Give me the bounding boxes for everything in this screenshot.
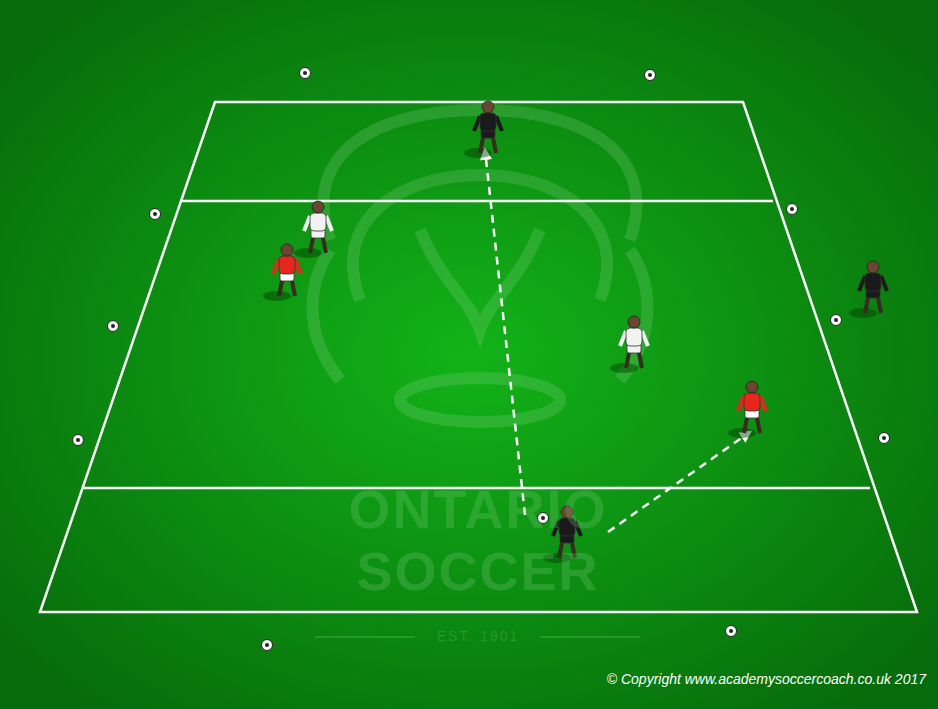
player-arm bbox=[496, 116, 502, 131]
ball-patch bbox=[648, 73, 652, 77]
ball bbox=[73, 435, 84, 446]
player-head bbox=[746, 381, 758, 393]
player bbox=[294, 201, 332, 258]
player-shirt bbox=[310, 213, 326, 231]
ball-patch bbox=[729, 629, 733, 633]
ball bbox=[831, 315, 842, 326]
watermark-text: SOCCER bbox=[300, 540, 656, 602]
player bbox=[464, 101, 502, 158]
logo-rule bbox=[315, 636, 415, 638]
ball bbox=[645, 70, 656, 81]
ball bbox=[787, 204, 798, 215]
player-shirt bbox=[744, 393, 760, 411]
player bbox=[728, 381, 766, 438]
pass-arrows bbox=[485, 150, 750, 532]
ball bbox=[645, 70, 656, 81]
ball bbox=[108, 321, 119, 332]
player-shadow bbox=[263, 291, 291, 301]
player-shadow bbox=[610, 363, 638, 373]
ball bbox=[150, 209, 161, 220]
watermark-text: ONTARIO bbox=[300, 478, 656, 540]
ball bbox=[726, 626, 737, 637]
player-head bbox=[867, 261, 879, 273]
player-shadow bbox=[464, 148, 492, 158]
player-head bbox=[281, 244, 293, 256]
player-arm bbox=[859, 276, 865, 291]
ball-patch bbox=[834, 318, 838, 322]
player-shadow bbox=[294, 248, 322, 258]
ball bbox=[831, 315, 842, 326]
player-arm bbox=[304, 216, 310, 231]
player-arm bbox=[642, 331, 648, 346]
ball bbox=[879, 433, 890, 444]
field-lines bbox=[40, 102, 917, 612]
ball bbox=[150, 209, 161, 220]
logo-watermark bbox=[313, 110, 648, 422]
player-arm bbox=[273, 259, 279, 274]
ball bbox=[726, 626, 737, 637]
ball bbox=[787, 204, 798, 215]
ball-patch bbox=[882, 436, 886, 440]
ball bbox=[108, 321, 119, 332]
player-head bbox=[312, 201, 324, 213]
player-arm bbox=[881, 276, 887, 291]
player-shirt bbox=[279, 256, 295, 274]
player-shirt bbox=[865, 273, 881, 291]
ball-patch bbox=[790, 207, 794, 211]
player-shirt bbox=[480, 113, 496, 131]
ball-patch bbox=[111, 324, 115, 328]
ball bbox=[879, 433, 890, 444]
player-head bbox=[628, 316, 640, 328]
ball bbox=[73, 435, 84, 446]
player-head bbox=[482, 101, 494, 113]
balls bbox=[73, 68, 890, 651]
player-arm bbox=[295, 259, 301, 274]
player-arm bbox=[738, 396, 744, 411]
ball bbox=[262, 640, 273, 651]
ball bbox=[262, 640, 273, 651]
ball-patch bbox=[265, 643, 269, 647]
player-arm bbox=[326, 216, 332, 231]
player bbox=[610, 316, 648, 373]
player bbox=[263, 244, 301, 301]
player bbox=[849, 261, 887, 318]
ball bbox=[300, 68, 311, 79]
ball-patch bbox=[76, 438, 80, 442]
player-shadow bbox=[849, 308, 877, 318]
logo-rule bbox=[540, 636, 640, 638]
ball-patch bbox=[153, 212, 157, 216]
players bbox=[263, 101, 887, 563]
ball-patch bbox=[303, 71, 307, 75]
player-arm bbox=[474, 116, 480, 131]
copyright-note: © Copyright www.academysoccercoach.co.uk… bbox=[607, 671, 926, 687]
watermark-text: EST. 1901 bbox=[418, 628, 538, 644]
player-arm bbox=[760, 396, 766, 411]
player-shirt bbox=[626, 328, 642, 346]
player-arm bbox=[620, 331, 626, 346]
player-shadow bbox=[728, 428, 756, 438]
ball bbox=[300, 68, 311, 79]
